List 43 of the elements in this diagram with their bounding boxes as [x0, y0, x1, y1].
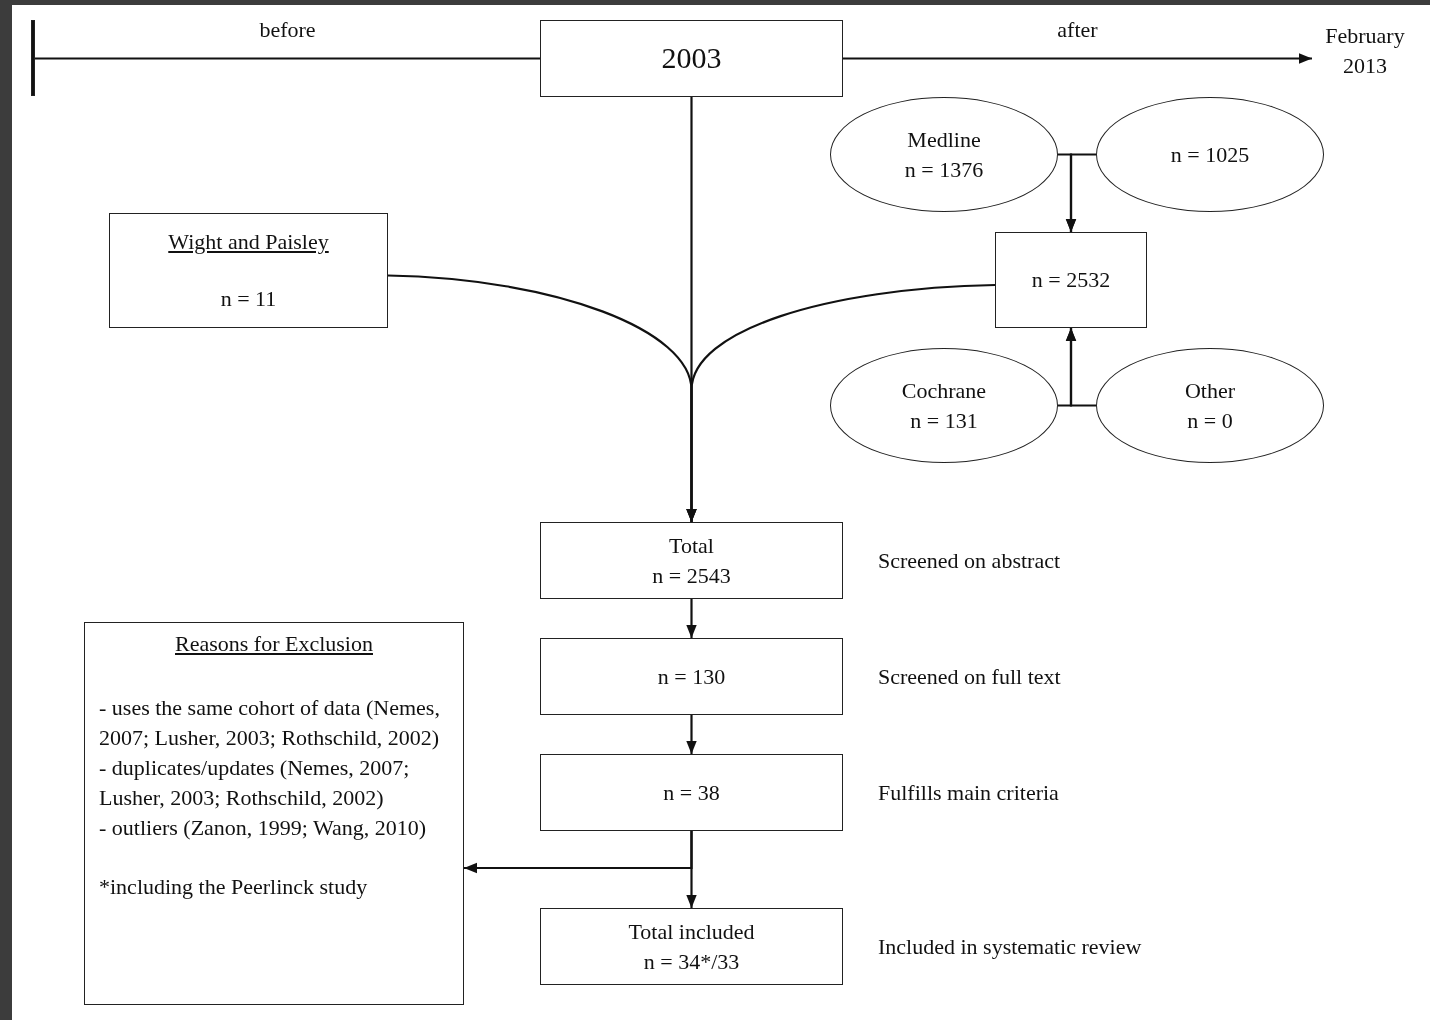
box-text: n = 1376 — [904, 155, 984, 184]
box-heading: Reasons for Exclusion — [174, 630, 374, 658]
step-note: Fulfills main criteria — [878, 779, 1059, 806]
box-text: *including the Peerlinck study — [99, 873, 369, 902]
box-text: n = 1025 — [1170, 140, 1250, 169]
box-text: n = 2543 — [652, 561, 731, 590]
box-text: - uses the same cohort of data (Nemes, 2007; Lusher, 2003; Rothschild, 2002) — [99, 693, 441, 752]
box-text: n = 131 — [910, 406, 978, 435]
box-text: n = 0 — [1187, 406, 1233, 435]
box-text: n = 34*/33 — [643, 947, 740, 976]
timeline-start-bar — [31, 20, 35, 96]
box-text: Cochrane — [901, 376, 987, 405]
arrow — [686, 283, 996, 522]
process-box — [540, 638, 843, 715]
arrow — [1065, 328, 1096, 407]
box-text: Total — [669, 531, 714, 560]
box-text: n = 11 — [220, 284, 277, 313]
step-note: Screened on abstract — [878, 547, 1061, 574]
box-heading: Wight and Paisley — [168, 228, 329, 257]
box-text: Total included — [628, 917, 755, 946]
process-box — [540, 754, 843, 831]
box-text: n = 38 — [663, 778, 720, 807]
process-box — [540, 20, 843, 97]
box-text: - outliers (Zanon, 1999; Wang, 2010) — [99, 813, 428, 842]
process-box — [84, 622, 464, 1005]
arrow — [686, 599, 697, 638]
process-box — [995, 232, 1147, 328]
box-text: Medline — [907, 125, 981, 154]
process-box — [540, 522, 843, 599]
box-text: n = 130 — [657, 662, 726, 691]
box-text: Other — [1184, 376, 1236, 405]
process-box — [540, 908, 843, 985]
arrow — [464, 831, 693, 874]
box-text: 2003 — [661, 40, 722, 77]
arrow — [843, 53, 1312, 64]
arrow — [1065, 153, 1096, 232]
arrow — [686, 715, 697, 754]
box-text: - duplicates/updates (Nemes, 2007; Lusher, 2003; Rothschild, 2002) — [99, 753, 411, 812]
box-text: n = 2532 — [1031, 266, 1111, 295]
step-note: Included in systematic review — [878, 933, 1142, 960]
process-box — [109, 213, 388, 328]
box-text: February 2013 — [1324, 22, 1406, 80]
step-note: Screened on full text — [878, 663, 1061, 690]
